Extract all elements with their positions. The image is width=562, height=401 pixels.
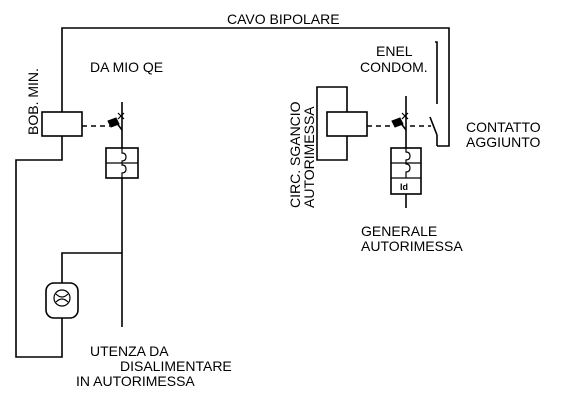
panel-breaker <box>105 112 139 179</box>
aux-contact-blade <box>429 116 438 136</box>
trip-circuit-label-1: CIRC. SGANCIO <box>287 101 303 208</box>
enel-label: ENEL <box>376 43 413 59</box>
load-branch-wire <box>61 252 122 283</box>
aux-contact-label-2: AGGIUNTO <box>466 134 541 150</box>
min-coil-label: BOB. MIN. <box>25 68 41 135</box>
lamp-icon <box>53 289 71 307</box>
load-label-1: UTENZA DA <box>90 343 169 359</box>
differential-mark: Id <box>400 182 408 192</box>
panel-breaker-thermal-icon <box>121 148 127 178</box>
cable-wire-outer <box>61 27 450 147</box>
load-device-body <box>45 282 79 319</box>
cable-label: CAVO BIPOLARE <box>227 11 340 27</box>
min-voltage-coil <box>41 111 83 137</box>
main-garage-label-1: GENERALE <box>361 223 437 239</box>
aux-contact-label-1: CONTATTO <box>466 119 541 135</box>
wires <box>15 27 450 358</box>
garage-breaker-latch-icon <box>391 117 404 128</box>
panel-breaker-latch-icon <box>107 117 120 128</box>
load-label-3: IN AUTORIMESSA <box>76 373 195 389</box>
main-garage-label-2: AUTORIMESSA <box>361 238 463 254</box>
garage-main-breaker: Id <box>390 112 422 195</box>
trip-circuit-label-2: AUTORIMESSA <box>301 106 317 208</box>
labels: CAVO BIPOLARE BOB. MIN. DA MIO QE ENEL C… <box>25 11 541 389</box>
auxiliary-contact <box>429 116 438 146</box>
from-panel-label: DA MIO QE <box>90 59 163 75</box>
garage-breaker-thermal-icon <box>405 148 411 178</box>
condom-label: CONDOM. <box>360 59 428 75</box>
trip-coil-wires <box>316 86 348 161</box>
cable-wire-inner <box>435 41 438 104</box>
coil-return-wire <box>15 136 63 358</box>
trip-circuit-coil <box>326 111 368 137</box>
load-device <box>45 282 79 328</box>
garage-breaker-body <box>390 147 422 195</box>
load-label-2: DISALIMENTARE <box>120 358 232 374</box>
